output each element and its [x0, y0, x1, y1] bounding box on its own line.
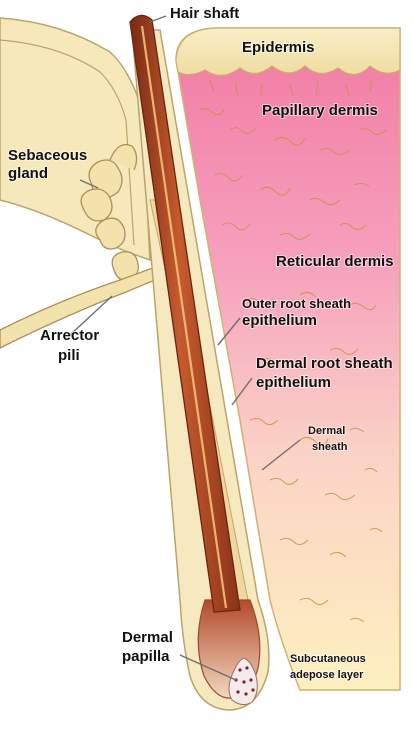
label-hair-shaft: Hair shaft: [170, 5, 239, 22]
label-arrector-line2: pili: [58, 347, 80, 364]
label-reticular-dermis: Reticular dermis: [276, 253, 394, 270]
label-dermal-papilla-line2: papilla: [122, 648, 170, 665]
label-subcutaneous-line2: adepose layer: [290, 669, 364, 681]
label-outer-root-sheath-line2: epithelium: [242, 312, 317, 329]
label-sebaceous-line2: gland: [8, 165, 48, 182]
label-sebaceous-line1: Sebaceous: [8, 147, 87, 164]
label-epidermis: Epidermis: [242, 39, 315, 56]
label-dermal-root-sheath-line2: epithelium: [256, 374, 331, 391]
label-dermal-sheath-line1: Dermal: [308, 425, 345, 437]
label-dermal-root-sheath-line1: Dermal root sheath: [256, 355, 393, 372]
label-dermal-papilla-line1: Dermal: [122, 629, 173, 646]
label-arrector-line1: Arrector: [40, 327, 99, 344]
label-outer-root-sheath-line1: Outer root sheath: [242, 296, 351, 311]
label-subcutaneous-line1: Subcutaneous: [290, 653, 366, 665]
label-papillary-dermis: Papillary dermis: [262, 102, 378, 119]
label-dermal-sheath-line2: sheath: [312, 441, 348, 453]
